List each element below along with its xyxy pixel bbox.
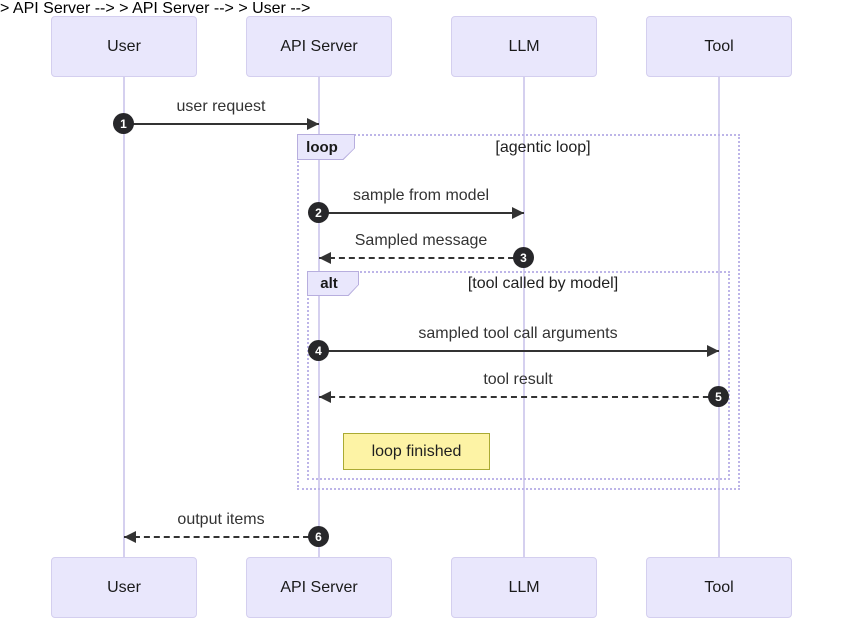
lifeline-user — [123, 77, 125, 557]
message-line-1 — [124, 123, 319, 125]
message-label-tool-call-arguments: sampled tool call arguments — [418, 325, 618, 342]
lifeline-tool — [718, 77, 720, 557]
loop-condition: [agentic loop] — [495, 139, 591, 156]
message-line-6 — [124, 536, 319, 538]
message-label-user-request: user request — [176, 98, 266, 115]
note-box: loop finished — [343, 433, 490, 470]
loop-frame-label: loop — [297, 134, 355, 160]
arrowhead-left-6 — [124, 531, 136, 543]
actor-box-user-bottom: User — [51, 557, 197, 618]
message-line-2 — [319, 212, 524, 214]
arrowhead-right-4 — [707, 345, 719, 357]
arrowhead-right-2 — [512, 207, 524, 219]
message-label-sampled-message: Sampled message — [354, 232, 488, 249]
actor-label: User — [107, 578, 141, 596]
actor-box-user-top: User — [51, 16, 197, 77]
actor-label: User — [107, 37, 141, 55]
actor-box-tool-bottom: Tool — [646, 557, 792, 618]
message-label-sample-from-model: sample from model — [352, 187, 490, 204]
loop-frame — [297, 134, 740, 490]
message-label-tool-result: tool result — [483, 371, 553, 388]
seq-badge-5: 5 — [708, 386, 729, 407]
actor-label: LLM — [508, 37, 540, 55]
actor-box-llm-top: LLM — [451, 16, 597, 77]
actor-label: Tool — [704, 37, 734, 55]
seq-badge-1: 1 — [113, 113, 134, 134]
actor-box-api-server-bottom: API Server — [246, 557, 392, 618]
actor-box-llm-bottom: LLM — [451, 557, 597, 618]
note-label: loop finished — [371, 442, 462, 460]
alt-frame — [307, 271, 730, 480]
actor-label: API Server — [280, 37, 358, 55]
actor-label: LLM — [508, 578, 540, 596]
actor-label: Tool — [704, 578, 734, 596]
message-line-3 — [319, 257, 524, 259]
seq-badge-4: 4 — [308, 340, 329, 361]
lifeline-llm — [523, 77, 525, 557]
arrowhead-right-1 — [307, 118, 319, 130]
seq-badge-3: 3 — [513, 247, 534, 268]
actor-box-tool-top: Tool — [646, 16, 792, 77]
actor-label: API Server — [280, 578, 358, 596]
alt-frame-label: alt — [307, 271, 359, 296]
arrowhead-left-5 — [319, 391, 331, 403]
arrowhead-left-3 — [319, 252, 331, 264]
loop-label-text: loop — [306, 138, 338, 156]
seq-badge-2: 2 — [308, 202, 329, 223]
alt-label-text: alt — [320, 275, 338, 292]
message-line-4 — [319, 350, 719, 352]
seq-badge-6: 6 — [308, 526, 329, 547]
message-label-output-items: output items — [177, 511, 265, 528]
lifeline-api-server — [318, 77, 320, 557]
message-line-5 — [319, 396, 719, 398]
actor-box-api-server-top: API Server — [246, 16, 392, 77]
alt-condition: [tool called by model] — [467, 275, 619, 292]
